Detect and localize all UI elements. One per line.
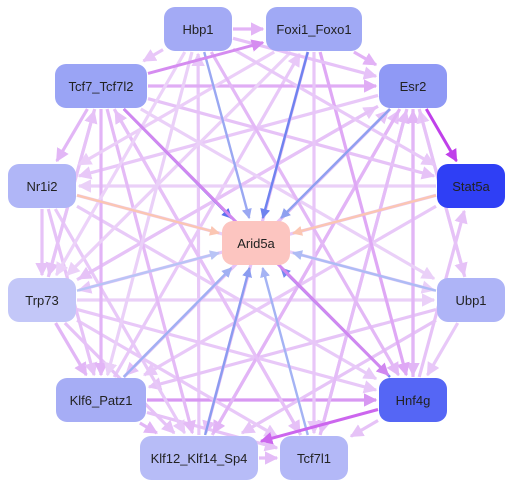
node-label-tcf7-tcf7l2: Tcf7_Tcf7l2 — [68, 79, 133, 94]
node-ubp1[interactable]: Ubp1 — [437, 278, 505, 322]
node-nr1i2[interactable]: Nr1i2 — [8, 164, 76, 208]
node-hbp1[interactable]: Hbp1 — [164, 7, 232, 51]
edge-esr2-stat5a — [425, 108, 458, 163]
edge-esr2-klf12 — [212, 108, 402, 435]
node-klf12-klf14-sp4[interactable]: Klf12_Klf14_Sp4 — [140, 436, 258, 480]
edge-klf6-klf12 — [139, 421, 158, 435]
node-esr2[interactable]: Esr2 — [379, 64, 447, 108]
edge-foxi1-esr2 — [353, 50, 378, 67]
node-label-ubp1: Ubp1 — [455, 293, 486, 308]
edge-hnf4g-tcf7l1 — [349, 419, 379, 438]
edge-trp73-klf6 — [54, 322, 88, 377]
edge-tcf7-ubp1 — [139, 107, 436, 280]
edge-nr1i2-arid5a — [76, 194, 220, 236]
edge-klf12-hbp1 — [191, 52, 205, 436]
node-label-klf12-klf14-sp4: Klf12_Klf14_Sp4 — [151, 451, 248, 466]
edge-esr2-trp73 — [77, 104, 379, 281]
edge-foxi1-arid5a — [260, 51, 309, 219]
edge-tcf7-stat5a — [147, 97, 436, 180]
edge-hbp1-arid5a — [203, 51, 252, 219]
nodes: Hbp1 Foxi1_Foxo1 Tcf7_Tcf7l2 Esr2 Nr1i2 … — [8, 7, 505, 480]
edge-tcf7-foxi1 — [147, 39, 265, 75]
edge-klf6-arid5a — [122, 267, 233, 378]
edge-stat5a-klf6 — [143, 204, 437, 377]
edge-klf6-foxi1 — [112, 52, 301, 378]
node-label-hnf4g: Hnf4g — [396, 393, 431, 408]
node-tcf7-tcf7l2[interactable]: Tcf7_Tcf7l2 — [55, 64, 147, 108]
edge-stat5a-arid5a — [292, 194, 437, 236]
node-label-tcf7l1: Tcf7l1 — [297, 451, 331, 466]
edge-ubp1-hnf4g — [426, 322, 460, 377]
edge-hnf4g-klf12 — [259, 408, 379, 445]
edge-ubp1-arid5a — [292, 250, 437, 292]
node-hnf4g[interactable]: Hnf4g — [379, 378, 447, 422]
edge-nr1i2-klf12 — [53, 208, 186, 435]
node-label-nr1i2: Nr1i2 — [26, 179, 57, 194]
node-label-foxi1-foxo1: Foxi1_Foxo1 — [276, 22, 351, 37]
edge-hbp1-stat5a — [232, 47, 436, 167]
edge-tcf7l1-arid5a — [260, 267, 309, 436]
node-label-esr2: Esr2 — [400, 79, 427, 94]
node-label-hbp1: Hbp1 — [182, 22, 213, 37]
node-arid5a[interactable]: Arid5a — [222, 221, 290, 265]
edge-hbp1-hnf4g — [209, 51, 400, 377]
edge-tcf7-nr1i2 — [55, 108, 89, 163]
node-label-stat5a: Stat5a — [452, 179, 490, 194]
edge-hbp1-tcf7 — [142, 48, 164, 63]
node-label-arid5a: Arid5a — [237, 236, 275, 251]
edge-trp73-arid5a — [76, 250, 220, 292]
edge-ubp1-klf6 — [147, 307, 437, 391]
node-tcf7l1[interactable]: Tcf7l1 — [280, 436, 348, 480]
node-klf6-patz1[interactable]: Klf6_Patz1 — [56, 378, 146, 422]
node-stat5a[interactable]: Stat5a — [437, 164, 505, 208]
node-label-trp73: Trp73 — [25, 293, 58, 308]
node-trp73[interactable]: Trp73 — [8, 278, 76, 322]
node-label-klf6-patz1: Klf6_Patz1 — [70, 393, 133, 408]
edge-klf12-arid5a — [203, 267, 252, 436]
node-foxi1-foxo1[interactable]: Foxi1_Foxo1 — [266, 7, 362, 51]
edge-hbp1-trp73 — [55, 51, 187, 277]
edge-ubp1-klf12 — [240, 318, 437, 435]
edge-esr2-nr1i2 — [77, 93, 379, 180]
edge-tcf7-tcf7l1 — [112, 108, 302, 435]
edge-esr2-arid5a — [280, 108, 391, 219]
edge-nr1i2-hnf4g — [76, 204, 378, 381]
